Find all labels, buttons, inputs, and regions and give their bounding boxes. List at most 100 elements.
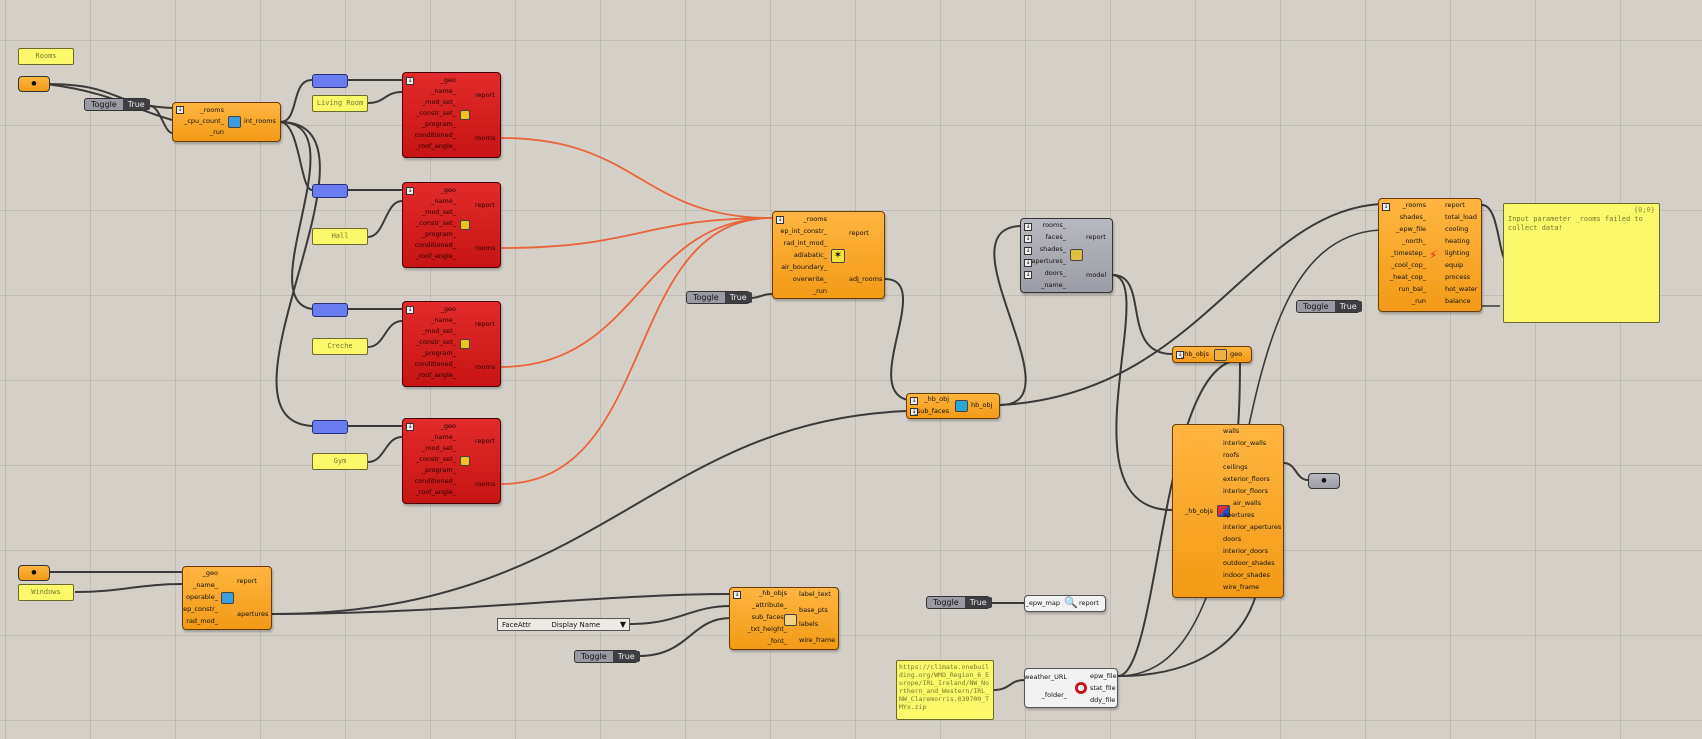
chevron-down-icon: ▼ <box>619 620 626 629</box>
input-checkbox[interactable]: ↓ <box>910 408 918 416</box>
toggle-run-intersect[interactable]: Toggle True <box>84 98 150 111</box>
input-label: _roof_angle_ <box>415 142 456 150</box>
model-component[interactable]: ↓ ↓ ↓ ↓ ↓ rooms_ faces_ shades_ aperture… <box>1020 218 1113 293</box>
room-cube-icon <box>460 339 470 349</box>
windows-label-panel[interactable]: Windows <box>18 584 74 601</box>
wire-rooms <box>500 137 773 219</box>
input-checkbox[interactable]: ↓ <box>1024 223 1032 231</box>
brep-param[interactable] <box>312 303 348 317</box>
geometry-param[interactable]: ⚫ <box>18 565 50 581</box>
add-subface-component[interactable]: ↓ ↓ _hb_obj _sub_faces hb_obj <box>906 393 1000 419</box>
output-label: labels <box>799 620 819 628</box>
geometry-param[interactable]: ⚫ <box>18 76 50 92</box>
download-weather-component[interactable]: _weather_URL _folder_ ● epw_file stat_fi… <box>1020 668 1118 708</box>
input-label: _mod_set_ <box>421 208 456 216</box>
output-label: wire_frame <box>1223 583 1260 591</box>
geometry-param[interactable]: ⚫ <box>1308 473 1340 489</box>
input-checkbox[interactable]: ↓ <box>1382 203 1390 211</box>
panel-text: Input parameter _rooms failed to collect… <box>1508 215 1643 232</box>
room-from-solid-component[interactable]: ↓ _geo _name_ _mod_set_ _constr_set_ _pr… <box>402 182 501 268</box>
rooms-label-panel[interactable]: Rooms <box>18 48 74 65</box>
input-label: _geo <box>440 422 456 430</box>
magnifier-icon: 🔍 <box>1064 596 1078 609</box>
room-from-solid-component[interactable]: ↓ _geo _name_ _mod_set_ _constr_set_ _pr… <box>402 72 501 158</box>
input-checkbox[interactable]: ↓ <box>406 423 414 431</box>
input-checkbox[interactable]: ↓ <box>406 77 414 85</box>
input-checkbox[interactable]: ↓ <box>776 216 784 224</box>
geometry-icon: ⚫ <box>1319 475 1329 487</box>
toggle-run-balance[interactable]: Toggle True <box>1296 300 1362 313</box>
output-label: exterior_floors <box>1223 475 1270 483</box>
toggle-run-adjacency[interactable]: Toggle True <box>686 291 752 304</box>
room-from-solid-component[interactable]: ↓ _geo _name_ _mod_set_ _constr_set_ _pr… <box>402 418 501 504</box>
input-label: conditioned_ <box>414 241 456 249</box>
adjacency-icon: ✶ <box>831 249 845 263</box>
input-label: _constr_set_ <box>416 338 456 346</box>
toggle-label: Toggle <box>693 293 719 302</box>
input-label: rooms_ <box>1042 221 1066 229</box>
toggle-epw-map[interactable]: Toggle True <box>926 596 992 609</box>
input-label: _attribute_ <box>752 601 787 609</box>
input-checkbox[interactable]: ↓ <box>1024 235 1032 243</box>
output-label: interior_apertures <box>1223 523 1282 531</box>
wire <box>279 121 313 310</box>
room-name-panel[interactable]: Living Room <box>312 95 368 112</box>
weather-url-panel[interactable]: https://climate.onebuilding.org/WMO_Regi… <box>896 660 994 720</box>
room-name-panel[interactable]: Gym <box>312 453 368 470</box>
epw-map-component[interactable]: _epw_map 🔍 report <box>1024 595 1106 612</box>
input-label: overwrite_ <box>792 275 827 283</box>
input-checkbox[interactable]: ↓ <box>406 306 414 314</box>
input-label: rad_mod_ <box>186 617 218 625</box>
input-checkbox[interactable]: ↓ <box>1024 271 1032 279</box>
attribute-dropdown[interactable]: FaceAttr Display Name ▼ <box>497 618 630 631</box>
input-label: _mod_set_ <box>421 98 456 106</box>
room-name-panel[interactable]: Hall <box>312 228 368 245</box>
energy-balance-component[interactable]: ↓ _rooms shades_ _epw_file _north_ _time… <box>1378 198 1482 312</box>
room-name-panel[interactable]: Creche <box>312 338 368 355</box>
dropdown-value: Display Name <box>551 620 601 629</box>
visualize-component[interactable]: ↓ _hb_objs geo <box>1172 346 1252 363</box>
window-icon <box>221 592 234 604</box>
input-checkbox[interactable]: ↓ <box>733 591 741 599</box>
intersect-rooms-component[interactable]: ↓ _rooms _cpu_count_ _run int_rooms <box>172 102 281 142</box>
input-checkbox[interactable]: ↓ <box>910 397 918 405</box>
toggle-label-font[interactable]: Toggle True <box>574 650 640 663</box>
brep-param[interactable] <box>312 420 348 434</box>
report-panel[interactable]: {0;0} Input parameter _rooms failed to c… <box>1503 203 1660 323</box>
wire <box>279 79 313 123</box>
deconstruct-objects-component[interactable]: _hb_objs walls interior_walls roofs ceil… <box>1172 424 1284 598</box>
wire <box>271 410 909 615</box>
wire <box>74 583 183 593</box>
aperture-component[interactable]: _geo _name_ operable_ ep_constr_ rad_mod… <box>182 566 272 630</box>
panel-text: Rooms <box>35 52 57 60</box>
panel-text: Windows <box>31 588 61 596</box>
room-cube-icon <box>460 110 470 120</box>
input-checkbox[interactable]: ↓ <box>176 106 184 114</box>
house-icon <box>1214 349 1227 361</box>
input-checkbox[interactable]: ↓ <box>1024 247 1032 255</box>
wire <box>629 605 732 625</box>
output-label: cooling <box>1445 225 1469 233</box>
input-label: _rooms <box>1402 201 1426 209</box>
input-label: _weather_URL <box>1020 673 1067 681</box>
input-label: _name_ <box>431 316 456 324</box>
wire <box>367 200 403 238</box>
input-label: faces_ <box>1045 233 1066 241</box>
room-cube-icon <box>460 220 470 230</box>
input-checkbox[interactable]: ↓ <box>406 187 414 195</box>
input-label: _hb_obj <box>924 395 949 403</box>
input-label: _geo <box>440 305 456 313</box>
wire-rooms <box>500 217 773 485</box>
input-label: _cpu_count_ <box>184 117 224 125</box>
brep-param[interactable] <box>312 74 348 88</box>
brep-param[interactable] <box>312 184 348 198</box>
label-faces-component[interactable]: ↓ _hb_objs _attribute_ sub_faces_ _txt_h… <box>729 587 839 650</box>
subface-icon <box>955 400 968 412</box>
input-label: _cool_cop_ <box>1391 261 1426 269</box>
solve-adjacency-component[interactable]: ↓ _rooms ep_int_constr_ rad_int_mod_ adi… <box>772 211 885 299</box>
input-label: _txt_height_ <box>747 625 787 633</box>
output-label: indoor_shades <box>1223 571 1270 579</box>
room-from-solid-component[interactable]: ↓ _geo _name_ _mod_set_ _constr_set_ _pr… <box>402 301 501 387</box>
input-label: _mod_set_ <box>421 327 456 335</box>
input-label: conditioned_ <box>414 477 456 485</box>
